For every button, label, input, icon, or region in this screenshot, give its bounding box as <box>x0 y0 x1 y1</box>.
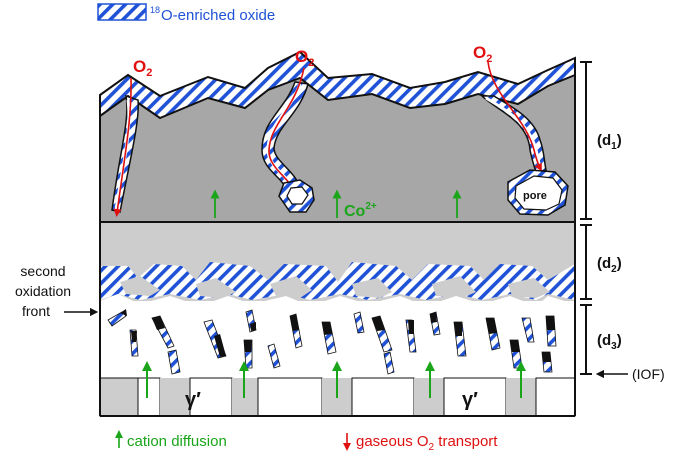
precipitate <box>321 321 337 355</box>
hatch-swatch <box>97 3 147 21</box>
precipitate <box>405 319 417 353</box>
legend-enriched-oxide: 18 O-enriched oxide <box>97 3 275 24</box>
zone-label-d3: (d3) <box>597 332 622 352</box>
o2-label-2: O2 <box>295 47 314 69</box>
precipitate <box>289 313 303 349</box>
precipitate <box>541 351 553 373</box>
o2-label-3: O2 <box>473 43 492 65</box>
cobalt-ion-label: Co2+ <box>344 201 377 220</box>
precipitate <box>243 339 253 369</box>
precipitate <box>429 311 441 336</box>
gamma-prime-label-1: γ′ <box>185 389 201 411</box>
precipitate <box>167 349 181 375</box>
second-oxidation-front <box>100 294 575 312</box>
precipitate <box>107 309 127 327</box>
isotope-mass-number: 18 <box>150 5 160 15</box>
svg-text:O2: O2 <box>473 43 492 65</box>
legend-o2-label: gaseous O2 transport <box>356 433 498 453</box>
precipitate <box>371 315 393 353</box>
o2-transport-path-2 <box>268 67 305 190</box>
precipitate <box>383 351 395 375</box>
zone-marker-d1: (d1) <box>580 61 622 220</box>
precipitate <box>353 311 365 334</box>
o2-label-1: O2 <box>133 57 152 79</box>
inner-oxide-layer <box>100 223 575 301</box>
zone-marker-d3: (d3) <box>580 304 622 375</box>
alloy-substrate: γ′ γ′ <box>99 377 576 417</box>
o2-transport-path-1 <box>113 77 132 217</box>
void-pore-small <box>278 179 315 213</box>
second-front-line-1: second <box>20 263 65 279</box>
pore: pore <box>507 169 569 216</box>
second-front-line-2: oxidation <box>15 283 71 299</box>
precipitate <box>521 317 535 343</box>
precipitate <box>203 319 227 359</box>
legend-o2-transport: gaseous O2 transport <box>343 433 498 453</box>
gamma-prime-label-2: γ′ <box>462 389 478 411</box>
internal-oxidation-zone <box>107 309 557 375</box>
legend-cation-diffusion: cation diffusion <box>115 430 227 450</box>
legend-enriched-oxide-label: O-enriched oxide <box>161 7 275 24</box>
pore-label: pore <box>523 190 547 202</box>
precipitate <box>485 317 501 351</box>
o2-transport-path-3 <box>487 61 542 172</box>
second-front-line-3: front <box>22 303 50 319</box>
legend-cation-label: cation diffusion <box>127 433 227 450</box>
precipitate <box>129 329 139 357</box>
zone-label-d1: (d1) <box>597 132 622 152</box>
svg-text:O2: O2 <box>133 57 152 79</box>
second-front-annotation: second oxidation front <box>15 263 99 319</box>
precipitate <box>545 315 557 347</box>
precipitate <box>245 309 257 333</box>
iof-annotation: (IOF) <box>595 366 665 382</box>
precipitate <box>151 315 175 349</box>
precipitate <box>509 339 523 369</box>
precipitate <box>453 321 467 357</box>
precipitate <box>267 343 281 369</box>
svg-text:O2: O2 <box>295 47 314 69</box>
zone-label-d2: (d2) <box>597 255 622 275</box>
zone-marker-d2: (d2) <box>580 224 622 300</box>
iof-label: (IOF) <box>632 366 665 382</box>
